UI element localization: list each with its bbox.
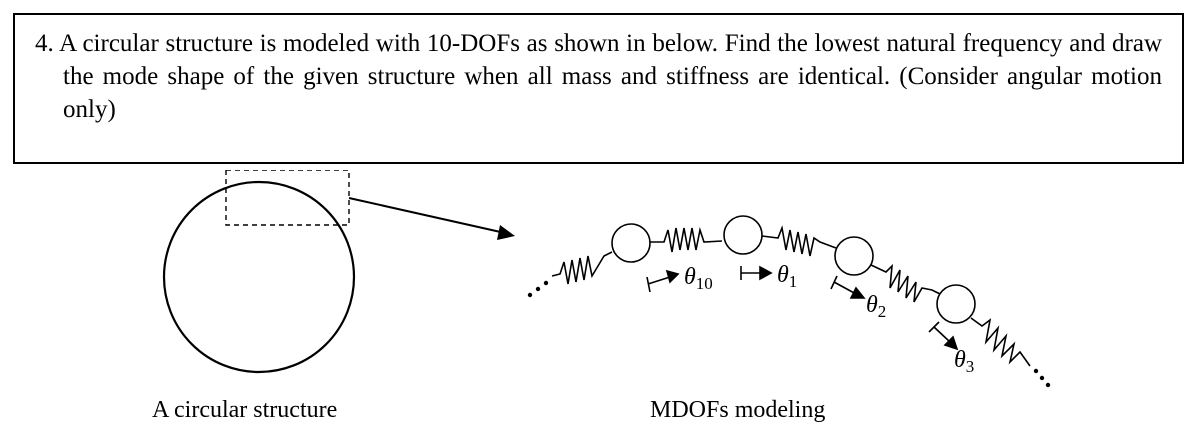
caption-circular-structure: A circular structure <box>152 397 338 423</box>
problem-box: 4. A circular structure is modeled with … <box>13 13 1184 164</box>
problem-statement: 4. A circular structure is modeled with … <box>35 27 1162 126</box>
mass-2 <box>834 236 874 276</box>
zoom-arrow-line <box>348 197 506 234</box>
label-theta-10: θ10 <box>684 264 713 293</box>
spring <box>650 226 723 253</box>
spring <box>761 225 837 257</box>
ellipsis-dots <box>527 280 1051 388</box>
zoom-box <box>225 170 350 226</box>
mass-1 <box>723 215 763 255</box>
label-theta-2: θ2 <box>866 292 886 321</box>
figure: θ10 θ1 θ2 θ3 A circular structure MDOFs … <box>0 170 1201 441</box>
spring <box>970 317 1031 367</box>
spring <box>870 263 941 303</box>
mass-3 <box>936 284 976 324</box>
spring <box>551 251 613 285</box>
label-theta-1: θ1 <box>777 262 797 291</box>
label-theta-3: θ3 <box>954 347 974 376</box>
theta-labels: θ10 θ1 θ2 θ3 <box>684 262 974 376</box>
caption-mdofs-modeling: MDOFs modeling <box>650 397 826 423</box>
mdof-chain <box>551 215 1031 367</box>
problem-number: 4. <box>35 30 54 57</box>
problem-text: A circular structure is modeled with 10-… <box>59 30 1162 123</box>
circular-structure <box>162 180 356 374</box>
mass-10 <box>611 223 651 263</box>
displacement-arrows <box>646 265 959 351</box>
zoom-arrow-head <box>497 225 515 240</box>
figure-drawing: θ10 θ1 θ2 θ3 <box>162 170 1051 388</box>
